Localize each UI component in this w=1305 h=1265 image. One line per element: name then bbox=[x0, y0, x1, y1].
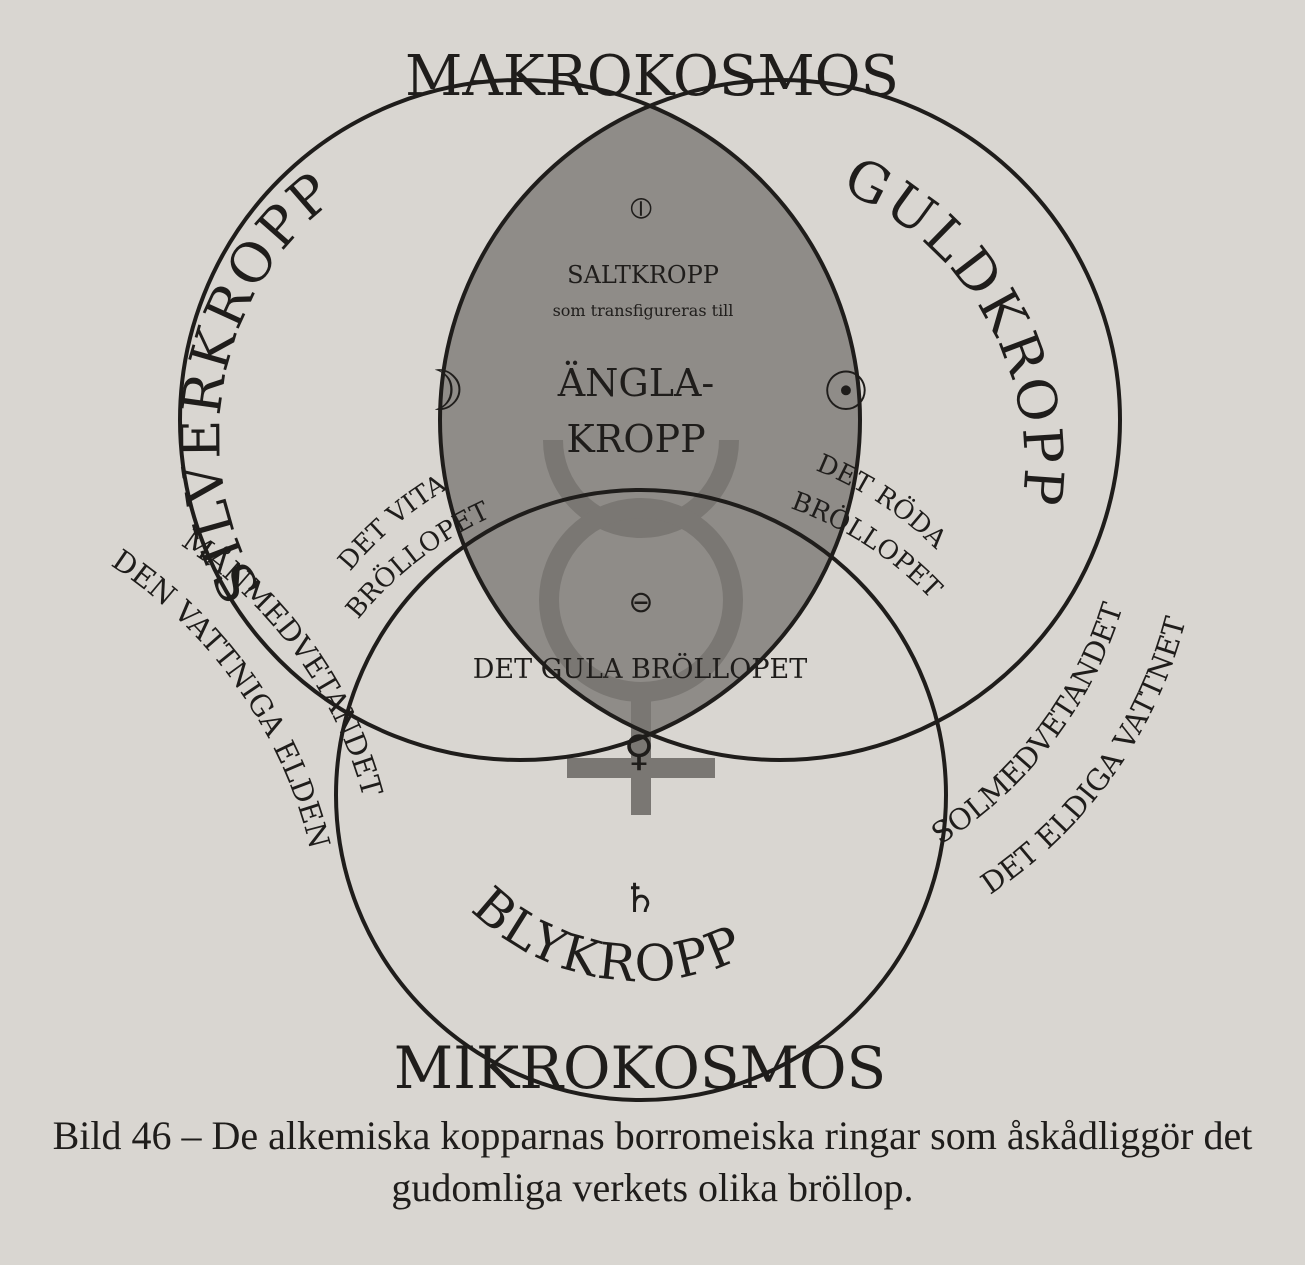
label-kropp: KROPP bbox=[566, 417, 705, 461]
title-makrokosmos: MAKROKOSMOS bbox=[405, 44, 899, 109]
caption-line-2: gudomliga verkets olika bröllop. bbox=[391, 1165, 914, 1210]
saturn-icon: ♄ bbox=[622, 876, 658, 922]
salt-icon: ⊖ bbox=[628, 585, 653, 620]
mercury-symbol bbox=[539, 439, 743, 815]
label-transfigureras: som transfigureras till bbox=[553, 301, 734, 320]
caption-line-1: Bild 46 – De alkemiska kopparnas borrome… bbox=[52, 1113, 1253, 1158]
rings bbox=[178, 78, 1122, 1102]
label-blykropp: BLYKROPP bbox=[462, 876, 752, 994]
moon-icon: ☽ bbox=[415, 359, 465, 424]
sun-icon: ☉ bbox=[822, 360, 870, 423]
label-angla: ÄNGLA- bbox=[557, 361, 715, 405]
label-saltkropp: SALTKROPP bbox=[567, 261, 719, 289]
gold-ring bbox=[438, 78, 1122, 762]
silver-ring bbox=[178, 78, 862, 762]
salt-top-icon: ⦶ bbox=[629, 191, 652, 226]
figure-caption: Bild 46 – De alkemiska kopparnas borrome… bbox=[0, 1110, 1305, 1214]
lead-ring bbox=[334, 488, 948, 1102]
title-mikrokosmos: MIKROKOSMOS bbox=[394, 1034, 887, 1102]
vesica-shading bbox=[440, 80, 860, 760]
label-gula-brollopet: DET GULA BRÖLLOPET bbox=[473, 651, 807, 685]
venus-icon: ♀ bbox=[624, 726, 655, 775]
label-solmedvetandet: SOLMEDVETANDET bbox=[925, 598, 1130, 851]
